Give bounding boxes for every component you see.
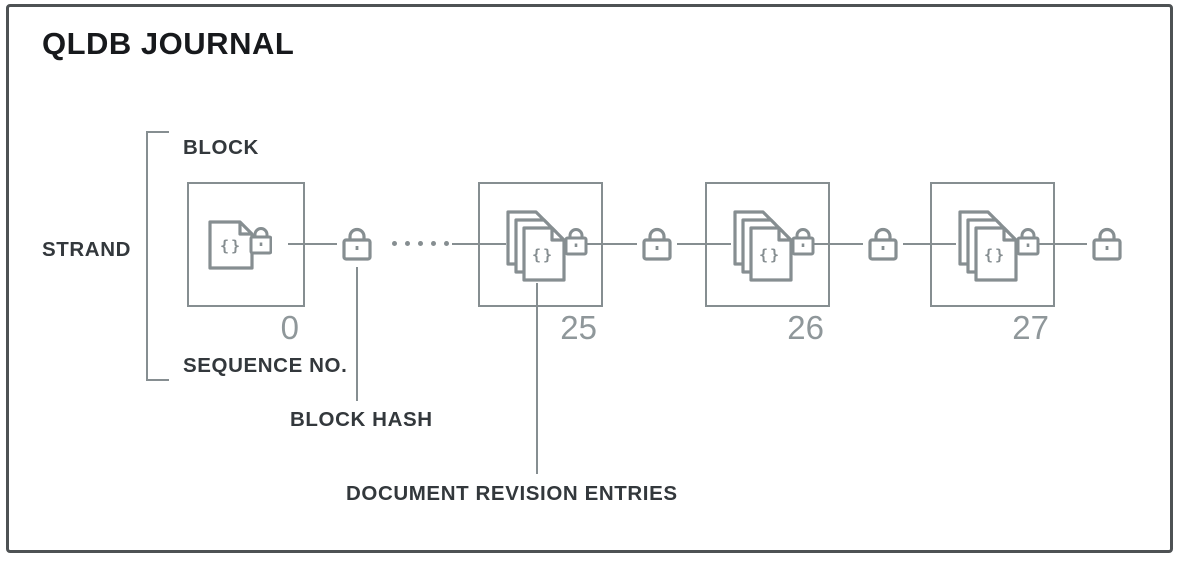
chain-dotted-gap (405, 241, 410, 246)
chain-dotted-gap (418, 241, 423, 246)
chain-dotted-gap (392, 241, 397, 246)
strand-bracket-line (146, 131, 148, 381)
sequence-number: 27 (1012, 309, 1049, 346)
block-hash-lock-icon (337, 224, 377, 269)
json-document-stack-lock-icon: {} (731, 208, 817, 287)
json-document-stack-lock-icon: {} (504, 208, 590, 287)
strand-bracket-top-tick (146, 131, 169, 133)
code-braces: {} (220, 237, 242, 255)
chain-line (584, 243, 637, 245)
code-braces: {} (984, 246, 1006, 264)
json-document-lock-icon: {} (206, 219, 273, 276)
chain-line (1038, 243, 1087, 245)
strand-bracket-bottom-tick (146, 379, 169, 381)
block-hash-lock-icon (863, 224, 903, 269)
chain-line (288, 243, 337, 245)
chain-line (452, 243, 506, 245)
block-hash-lock-icon (1087, 224, 1127, 269)
sequence-number: 0 (280, 309, 299, 346)
block-hash-leader-line (356, 267, 358, 401)
code-braces: {} (759, 246, 781, 264)
sequence-number: 26 (787, 309, 824, 346)
diagram-title: QLDB JOURNAL (42, 26, 295, 61)
strand-label: STRAND (42, 238, 132, 261)
block-hash-label: BLOCK HASH (290, 408, 433, 431)
block-hash-lock-icon (637, 224, 677, 269)
chain-line (903, 243, 956, 245)
json-document-stack-lock-icon: {} (956, 208, 1042, 287)
sequence-no-label: SEQUENCE NO. (183, 354, 348, 377)
block-label: BLOCK (183, 136, 259, 159)
chain-dotted-gap (431, 241, 436, 246)
document-revision-leader-line (536, 283, 538, 474)
sequence-number: 25 (560, 309, 597, 346)
code-braces: {} (532, 246, 554, 264)
document-revision-entries-label: DOCUMENT REVISION ENTRIES (346, 482, 678, 505)
chain-dotted-gap (444, 241, 449, 246)
chain-line (677, 243, 731, 245)
chain-line (813, 243, 863, 245)
